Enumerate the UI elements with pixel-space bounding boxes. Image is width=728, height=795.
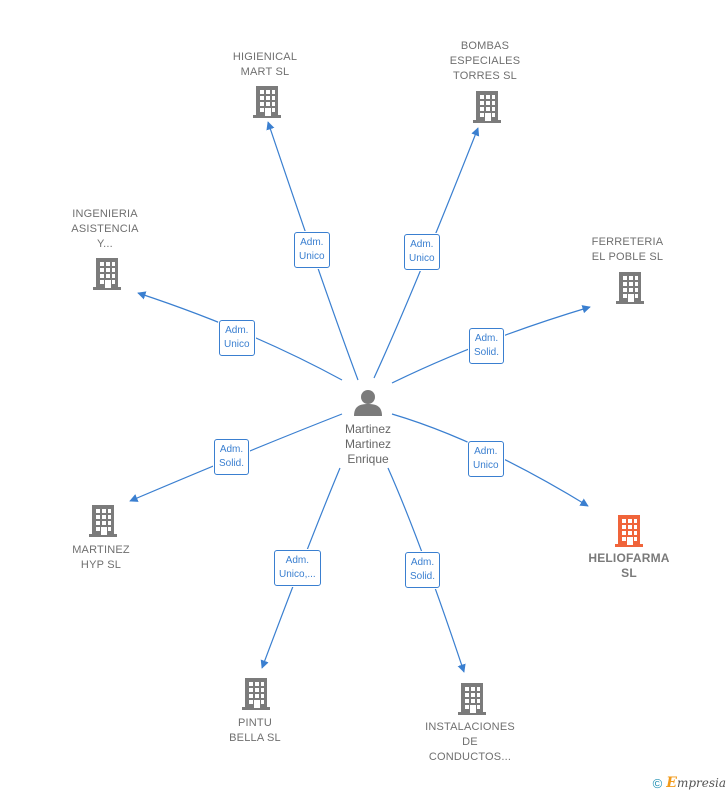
building-icon-pintu[interactable] <box>242 678 270 710</box>
edge-label-instalaciones[interactable]: Adm. Solid. <box>405 552 441 588</box>
edge-line-bombas <box>373 127 480 379</box>
building-icon-martinez-hyp[interactable] <box>89 505 117 537</box>
building-icon-heliofarma[interactable] <box>615 515 643 547</box>
building-icon-higienical[interactable] <box>253 86 281 118</box>
company-label-bombas[interactable]: BOMBAS ESPECIALES TORRES SL <box>449 40 521 82</box>
edge-label-martinez-hyp[interactable]: Adm. Solid. <box>214 439 250 475</box>
person-icon <box>354 390 382 416</box>
company-label-ingenieria[interactable]: INGENIERIA ASISTENCIA Y... <box>71 208 139 250</box>
company-label-ferreteria[interactable]: FERRETERIA EL POBLE SL <box>591 236 664 263</box>
company-label-pintu[interactable]: PINTU BELLA SL <box>229 717 281 744</box>
company-label-martinez-hyp[interactable]: MARTINEZ HYP SL <box>72 544 130 571</box>
building-icon-ingenieria[interactable] <box>93 258 121 290</box>
edge-label-ferreteria[interactable]: Adm. Solid. <box>469 328 505 364</box>
building-icon-ferreteria[interactable] <box>616 272 644 304</box>
edge-label-ingenieria[interactable]: Adm. Unico <box>219 320 255 356</box>
footer-brand: © Empresia <box>653 775 726 791</box>
edge-line-higienical <box>266 121 359 381</box>
copyright-icon: © <box>652 775 663 791</box>
edge-label-pintu[interactable]: Adm. Unico,... <box>274 550 321 586</box>
building-icon-instalaciones[interactable] <box>458 683 486 715</box>
company-label-instalaciones[interactable]: INSTALACIONES DE CONDUCTOS... <box>425 721 515 763</box>
company-label-higienical[interactable]: HIGIENICAL MART SL <box>232 51 298 78</box>
brand-name: mpresia <box>676 776 726 790</box>
company-label-heliofarma[interactable]: HELIOFARMA SL <box>588 551 670 580</box>
brand-initial: E <box>666 775 677 791</box>
building-icon-bombas[interactable] <box>473 91 501 123</box>
edge-label-bombas[interactable]: Adm. Unico <box>404 234 440 270</box>
center-person-name[interactable]: Martinez Martinez Enrique <box>344 422 391 466</box>
edge-label-higienical[interactable]: Adm. Unico <box>294 232 330 268</box>
edge-label-heliofarma[interactable]: Adm. Unico <box>468 441 504 477</box>
